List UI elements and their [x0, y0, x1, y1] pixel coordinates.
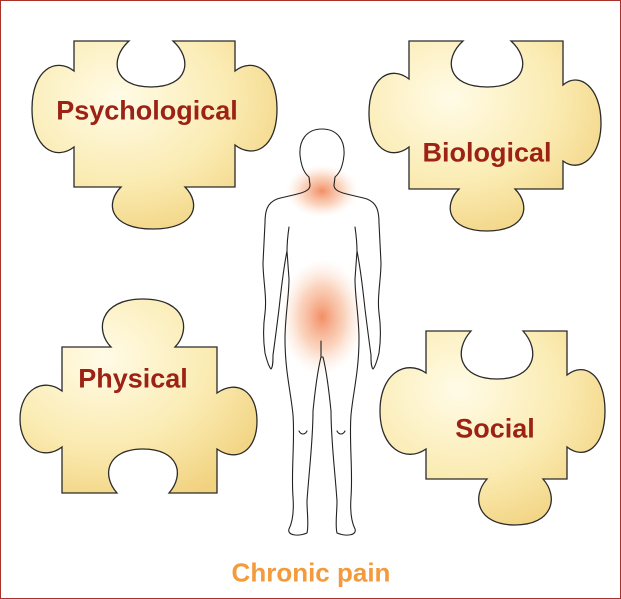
pelvic-pain-glow — [280, 259, 364, 375]
piece-label-biological: Biological — [422, 138, 551, 169]
neck-pain-glow — [286, 165, 358, 217]
puzzle-piece-psychological — [32, 41, 277, 229]
piece-label-psychological: Psychological — [56, 96, 238, 127]
puzzle-piece-physical — [20, 299, 257, 493]
piece-label-physical: Physical — [78, 364, 188, 395]
piece-label-social: Social — [455, 414, 535, 445]
diagram-caption: Chronic pain — [232, 558, 391, 589]
puzzle-piece-biological — [369, 41, 601, 231]
